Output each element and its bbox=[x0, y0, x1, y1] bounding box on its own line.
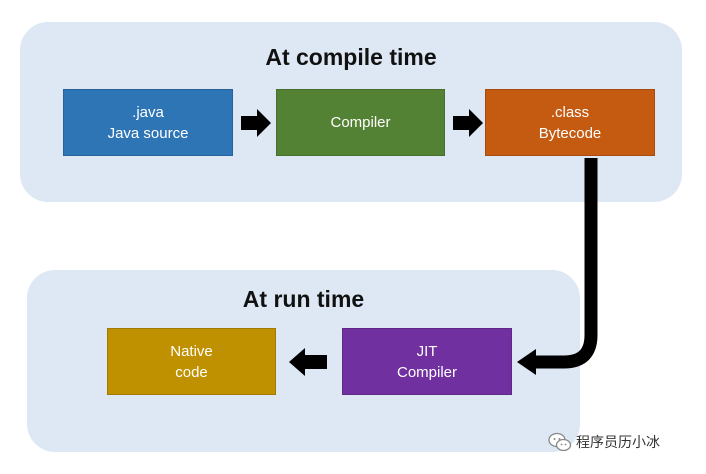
bytecode-box: .class Bytecode bbox=[485, 89, 655, 156]
arrow-class-to-jit-head bbox=[517, 349, 536, 375]
wechat-icon bbox=[548, 432, 572, 452]
bytecode-line2: Bytecode bbox=[538, 124, 602, 142]
java-source-line1: .java bbox=[132, 103, 164, 121]
compile-time-title: At compile time bbox=[265, 44, 437, 70]
native-code-box: Native code bbox=[107, 328, 276, 395]
compiler-box: Compiler bbox=[276, 89, 445, 156]
native-line2: code bbox=[175, 363, 208, 381]
watermark: 程序员历小冰 bbox=[548, 430, 660, 454]
jit-compiler-box: JIT Compiler bbox=[342, 328, 512, 395]
run-time-title: At run time bbox=[242, 286, 365, 312]
native-line1: Native bbox=[170, 342, 213, 360]
jit-line1: JIT bbox=[416, 342, 438, 360]
bytecode-line1: .class bbox=[550, 103, 590, 121]
arrow-class-to-jit-shaft bbox=[532, 158, 598, 369]
jit-line2: Compiler bbox=[396, 363, 457, 381]
arrow-jit-to-native bbox=[289, 348, 327, 376]
java-source-line2: Java source bbox=[107, 124, 189, 142]
arrow-java-to-compiler bbox=[241, 109, 271, 137]
watermark-text: 程序员历小冰 bbox=[576, 434, 660, 450]
arrow-compiler-to-class bbox=[453, 109, 483, 137]
compiler-label: Compiler bbox=[330, 114, 391, 131]
java-source-box: .java Java source bbox=[63, 89, 233, 156]
